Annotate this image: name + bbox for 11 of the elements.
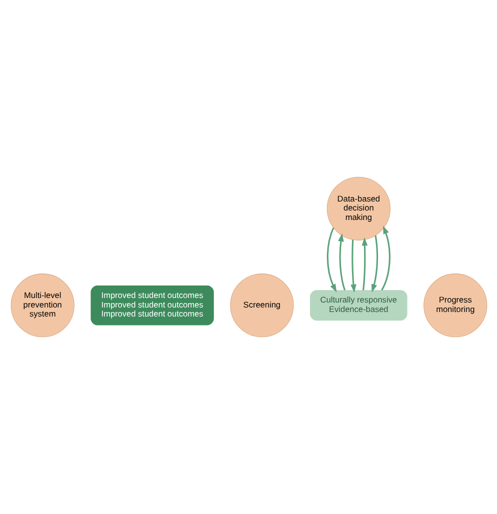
node-circle: Screening [230,274,294,338]
arrow [361,237,368,290]
arrow [380,226,390,291]
node-box: Culturally responsive Evidence-based [310,290,407,321]
arrow [338,233,346,290]
arrow [326,228,336,292]
arrow [350,240,356,293]
node-box: Improved student outcomes Improved student outcomes Improved student outcomes [90,285,214,326]
node-circle: Multi-level prevention system [10,274,74,338]
node-circle: Progress monitoring [423,274,487,338]
arrow [370,235,378,292]
